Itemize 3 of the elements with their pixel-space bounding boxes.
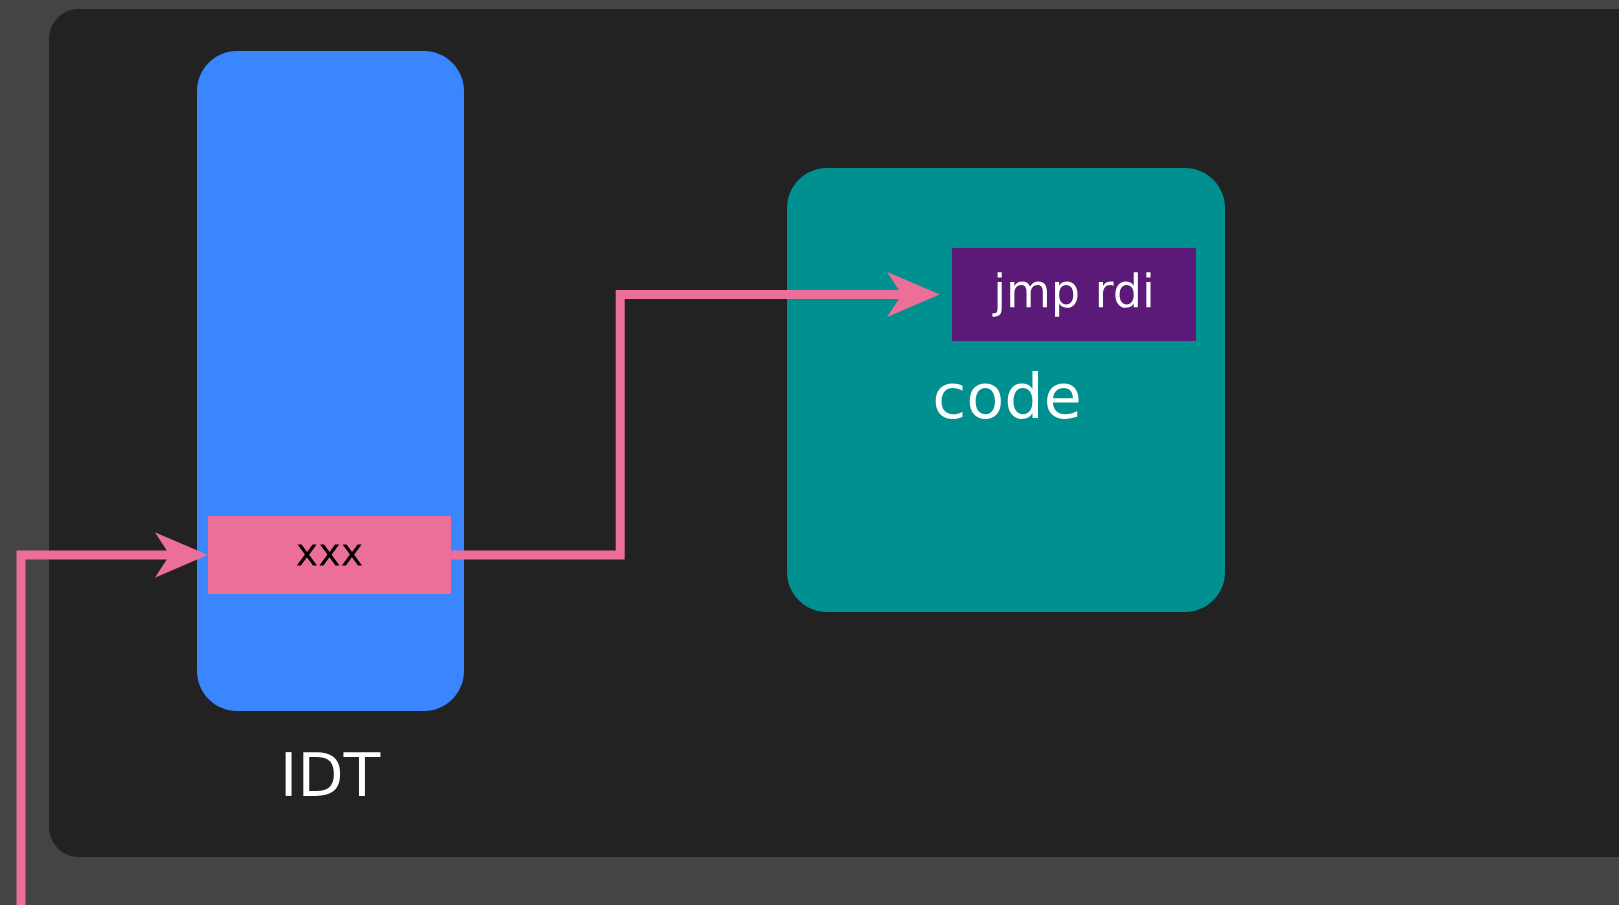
instruction-box: jmp rdi — [952, 248, 1196, 341]
node-label: IDT — [285, 752, 381, 796]
entry-box: xxx — [208, 516, 451, 594]
